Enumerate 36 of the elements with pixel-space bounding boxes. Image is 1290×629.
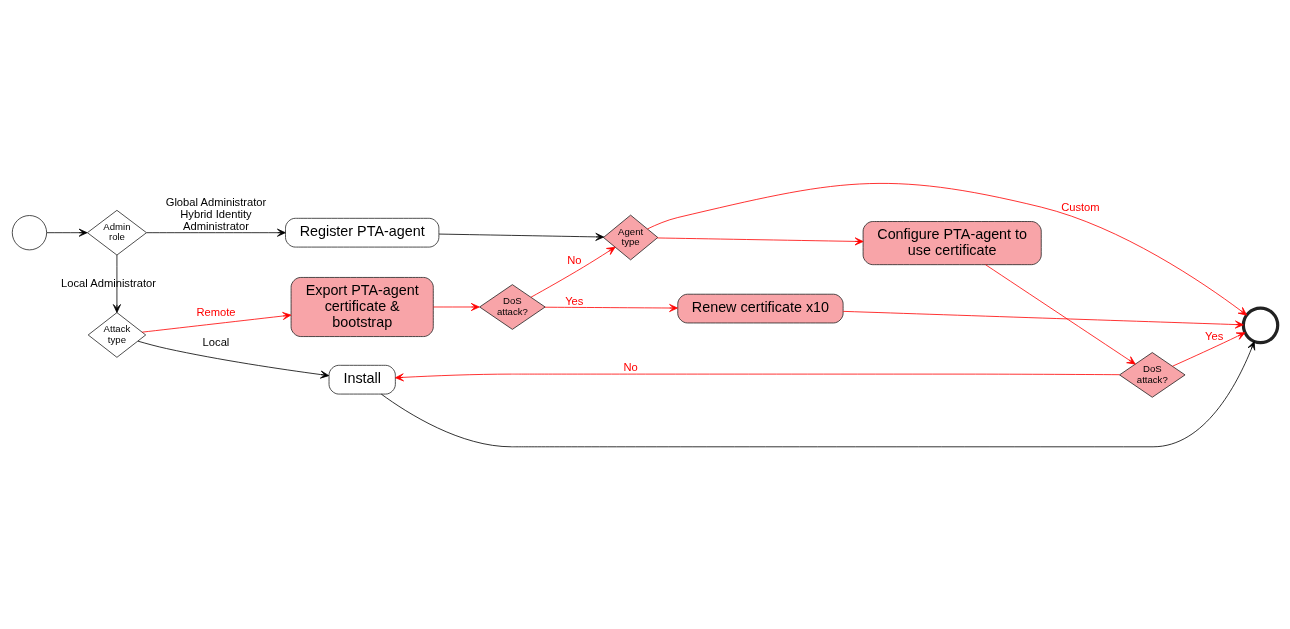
arrow [530, 246, 616, 298]
edge-label: Local Administrator [61, 276, 157, 289]
arrow [438, 232, 605, 241]
node-diamond: Admin role [86, 209, 147, 255]
arrow [842, 310, 1244, 329]
arrow [395, 372, 1120, 381]
arrow [1172, 331, 1246, 367]
edge-label: No [623, 360, 638, 373]
edge-label: Local [202, 335, 230, 348]
edge-label: Remote [196, 305, 236, 318]
node-diamond: Attack type [87, 311, 147, 358]
node-circle [1241, 306, 1280, 344]
node-box: Export PTA-agent certificate & bootstrap [290, 276, 434, 337]
arrow [656, 236, 864, 245]
arrow [137, 340, 330, 379]
arrow [46, 228, 88, 237]
node-diamond: DoS attack? [479, 283, 546, 330]
arrow [146, 228, 286, 237]
arrow [647, 182, 1248, 316]
node-circle [11, 214, 48, 250]
edge-label: No [567, 253, 582, 266]
node-box: Register PTA-agent [285, 217, 440, 247]
node-diamond: DoS attack? [1119, 351, 1186, 398]
edge-label: Custom [1061, 199, 1100, 212]
arrow [141, 311, 292, 333]
edge-label: Yes [565, 294, 584, 307]
arrow [432, 302, 480, 311]
arrow [112, 254, 121, 313]
edge-label: Yes [1205, 329, 1224, 342]
arrow [544, 303, 678, 312]
node-box: Install [328, 364, 396, 394]
arrow [985, 263, 1136, 365]
node-box: Configure PTA-agent to use certificate [862, 220, 1042, 265]
node-box: Renew certificate x10 [677, 293, 844, 323]
edge-label: Global Administrator Hybrid Identity Administrator [165, 195, 267, 232]
arrow [380, 340, 1256, 447]
